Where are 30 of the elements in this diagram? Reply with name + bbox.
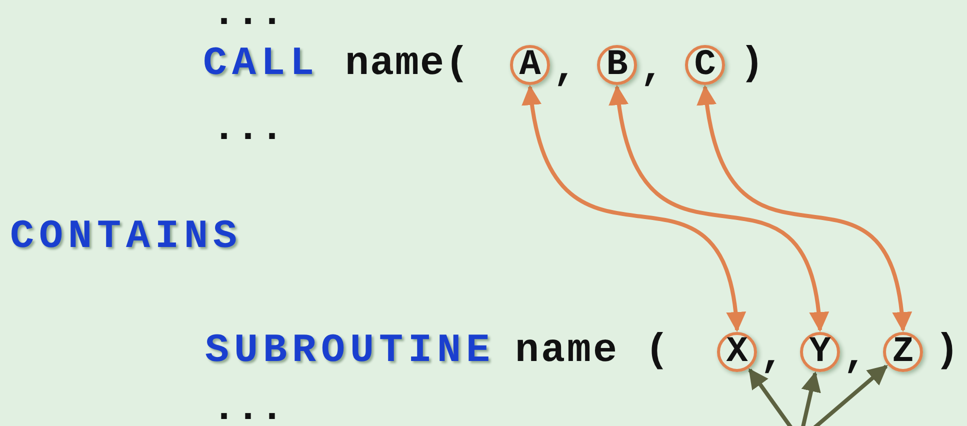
code-text: name(	[345, 45, 470, 85]
argument-name: Y	[809, 334, 831, 370]
argument-circle	[685, 45, 725, 85]
argument-name: B	[606, 47, 628, 83]
code-text: name (	[515, 332, 672, 372]
code-text: )	[935, 332, 960, 372]
argument-circle	[717, 332, 757, 372]
argument-circle	[800, 332, 840, 372]
argument-name: X	[726, 334, 748, 370]
keyword: SUBROUTINE	[205, 332, 496, 372]
argument-circle	[883, 332, 923, 372]
code-text: ,	[640, 50, 664, 90]
code-text: ,	[760, 337, 784, 377]
argument-circle	[510, 45, 550, 85]
argument-name: A	[519, 47, 541, 83]
argument-circle	[597, 45, 637, 85]
arrow	[698, 85, 911, 332]
argument-name: Z	[892, 334, 914, 370]
code-text: )	[740, 45, 764, 85]
code-text: ,	[553, 50, 578, 90]
keyword: CONTAINS	[10, 218, 242, 258]
arrow	[610, 85, 828, 332]
arrow	[798, 372, 821, 426]
keyword: CALL	[203, 45, 320, 85]
code-text: ...	[212, 0, 284, 35]
code-text: ...	[212, 110, 284, 150]
argument-name: C	[694, 47, 716, 83]
code-text: ...	[212, 390, 284, 426]
code-text: ,	[843, 337, 868, 377]
arrow	[523, 85, 745, 332]
